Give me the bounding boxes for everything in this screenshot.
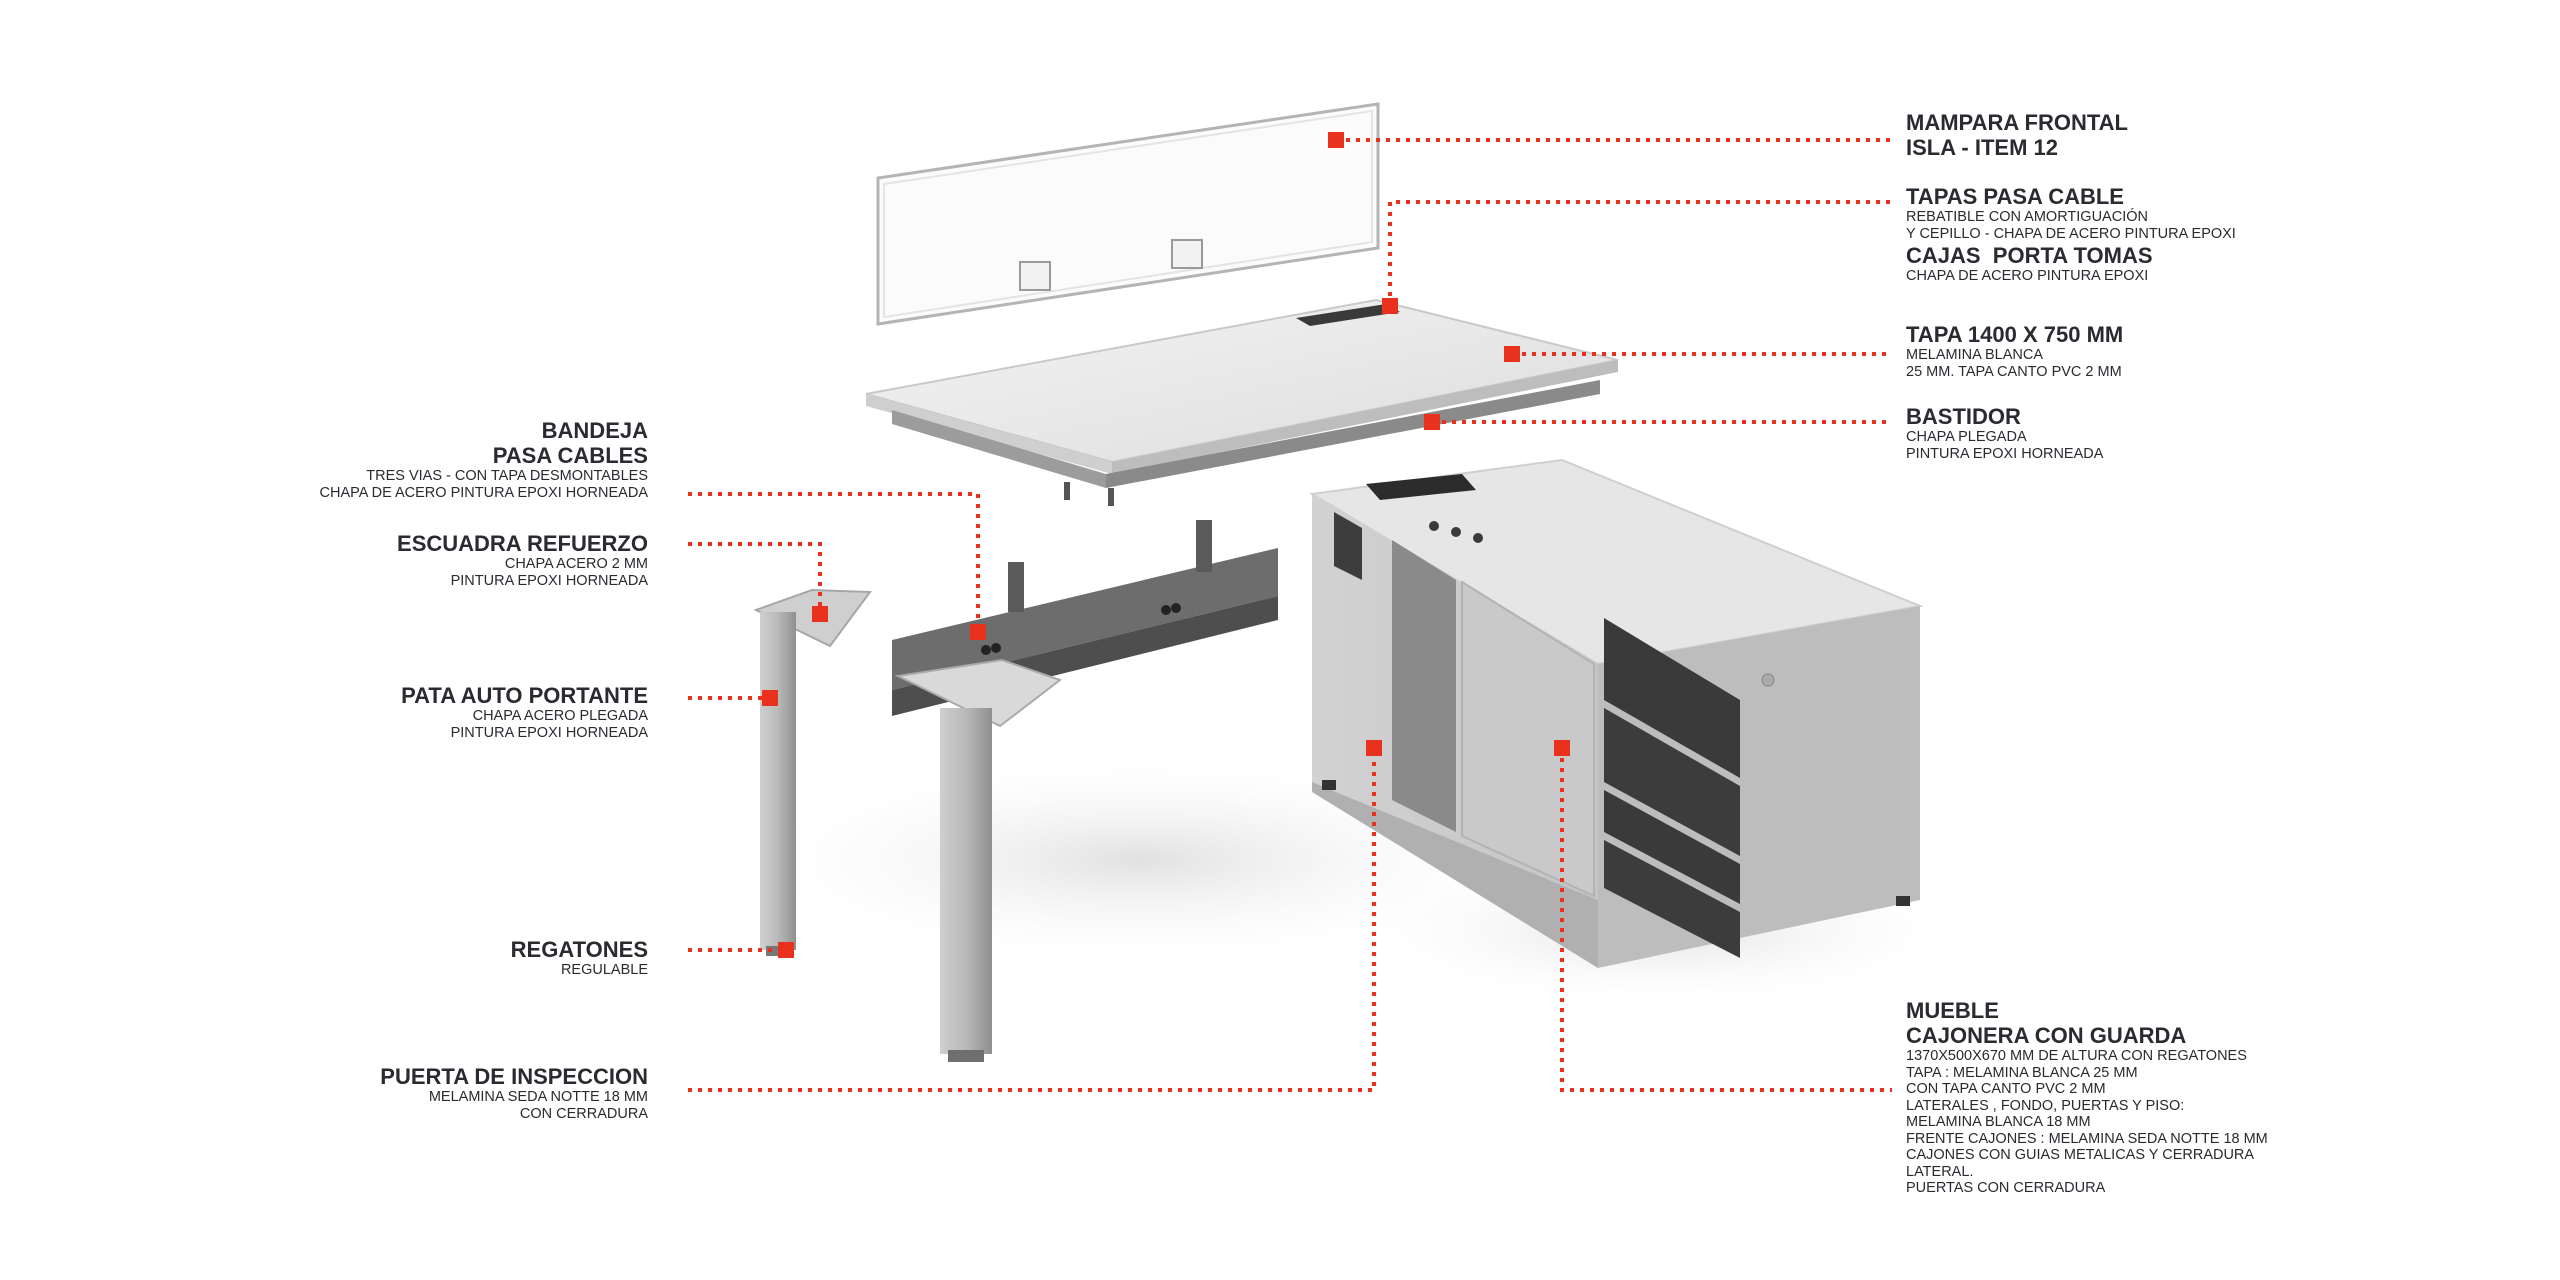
marker-mueble (1554, 740, 1570, 756)
desk-leg-left (760, 612, 796, 956)
leader-puerta (688, 748, 1376, 1092)
leader-lines (688, 138, 1892, 1092)
callout-title: TAPA 1400 X 750 MM (1906, 322, 2124, 347)
callout-detail: LATERAL. (1906, 1163, 1974, 1180)
callout-title: PASA CABLES (492, 443, 648, 468)
callout-detail: 1370X500X670 MM DE ALTURA CON REGATONES (1906, 1048, 2247, 1064)
leader-bandeja (688, 492, 980, 632)
callout-title: REGATONES (510, 937, 648, 962)
callout-bastidor: BASTIDOR CHAPA PLEGADA PINTURA EPOXI HOR… (1906, 404, 2103, 462)
marker-tapa (1504, 346, 1520, 362)
front-screen (876, 102, 1380, 326)
callout-detail: REBATIBLE CON AMORTIGUACIÓN (1906, 209, 2148, 225)
callout-detail: TRES VIAS - CON TAPA DESMONTABLES (366, 468, 648, 484)
callout-regatones: REGATONES REGULABLE (511, 937, 648, 979)
desk-leg-right (940, 708, 992, 1062)
marker-puerta (1366, 740, 1382, 756)
callout-detail: 25 MM. TAPA CANTO PVC 2 MM (1906, 363, 2122, 380)
callout-detail: PINTURA EPOXI HORNEADA (450, 724, 648, 741)
callout-detail: CON CERRADURA (519, 1105, 648, 1122)
callout-detail: TAPA : MELAMINA BLANCA 25 MM (1906, 1064, 2138, 1081)
callout-puerta: PUERTA DE INSPECCION MELAMINA SEDA NOTTE… (380, 1064, 648, 1122)
callout-title: CAJAS PORTA TOMAS (1906, 243, 2153, 268)
callout-title: CAJONERA CON GUARDA (1906, 1023, 2187, 1048)
leader-tapas (1388, 200, 1892, 306)
callout-detail: PINTURA EPOXI HORNEADA (450, 572, 648, 589)
callout-detail: CHAPA ACERO PLEGADA (472, 708, 648, 724)
leader-escuadra (688, 542, 822, 614)
callout-detail: CAJONES CON GUIAS METALICAS Y CERRADURA (1906, 1147, 2255, 1163)
leader-mueble (1560, 748, 1892, 1092)
callout-title: MAMPARA FRONTAL (1906, 110, 2128, 135)
callout-title: BANDEJA (541, 418, 648, 443)
callout-tapas: TAPAS PASA CABLE REBATIBLE CON AMORTIGUA… (1906, 184, 2236, 242)
callout-detail: PINTURA EPOXI HORNEADA (1906, 445, 2104, 462)
callout-title: TAPAS PASA CABLE (1906, 184, 2124, 209)
callout-title: PUERTA DE INSPECCION (380, 1064, 648, 1089)
marker-pata (762, 690, 778, 706)
callout-tapa: TAPA 1400 X 750 MM MELAMINA BLANCA 25 MM… (1906, 322, 2123, 380)
callout-detail: CHAPA ACERO 2 MM (504, 556, 648, 572)
callout-detail: CHAPA DE ACERO PINTURA EPOXI HORNEADA (319, 484, 648, 501)
marker-escuadra (812, 606, 828, 622)
desk-top (865, 298, 1619, 506)
callout-markers (762, 132, 1570, 958)
marker-regatones (778, 942, 794, 958)
callout-detail: Y CEPILLO - CHAPA DE ACERO PINTURA EPOXI (1906, 225, 2236, 242)
callout-mampara: MAMPARA FRONTAL ISLA - ITEM 12 (1906, 110, 2128, 160)
callout-title: PATA AUTO PORTANTE (401, 683, 648, 708)
callout-detail: CHAPA DE ACERO PINTURA EPOXI (1906, 268, 2149, 284)
callout-title: MUEBLE (1906, 998, 1999, 1023)
callout-detail: REGULABLE (560, 962, 648, 978)
callout-detail: CON TAPA CANTO PVC 2 MM (1906, 1081, 2106, 1097)
callout-detail: PUERTAS CON CERRADURA (1906, 1180, 2106, 1196)
callout-bandeja: BANDEJA PASA CABLES TRES VIAS - CON TAPA… (320, 418, 648, 501)
callout-detail: LATERALES , FONDO, PUERTAS Y PISO: (1906, 1097, 2185, 1114)
callout-title: BASTIDOR (1906, 404, 2021, 429)
callout-detail: CHAPA PLEGADA (1906, 429, 2027, 445)
callout-title: ISLA - ITEM 12 (1906, 135, 2058, 160)
marker-bastidor (1424, 414, 1440, 430)
marker-tapas (1382, 298, 1398, 314)
marker-bandeja (970, 624, 986, 640)
storage-cabinet (1309, 458, 1924, 968)
marker-mampara (1328, 132, 1344, 148)
callout-detail: MELAMINA BLANCA 18 MM (1906, 1114, 2091, 1130)
callout-detail: FRENTE CAJONES : MELAMINA SEDA NOTTE 18 … (1906, 1130, 2268, 1147)
callout-title: ESCUADRA REFUERZO (397, 531, 648, 556)
callout-detail: MELAMINA SEDA NOTTE 18 MM (428, 1089, 648, 1105)
callout-cajas: CAJAS PORTA TOMAS CHAPA DE ACERO PINTURA… (1906, 243, 2153, 285)
callout-pata: PATA AUTO PORTANTE CHAPA ACERO PLEGADA P… (401, 683, 648, 741)
callout-mueble: MUEBLE CAJONERA CON GUARDA 1370X500X670 … (1906, 998, 2268, 1197)
callout-detail: MELAMINA BLANCA (1906, 347, 2043, 363)
callout-escuadra: ESCUADRA REFUERZO CHAPA ACERO 2 MM PINTU… (397, 531, 648, 589)
